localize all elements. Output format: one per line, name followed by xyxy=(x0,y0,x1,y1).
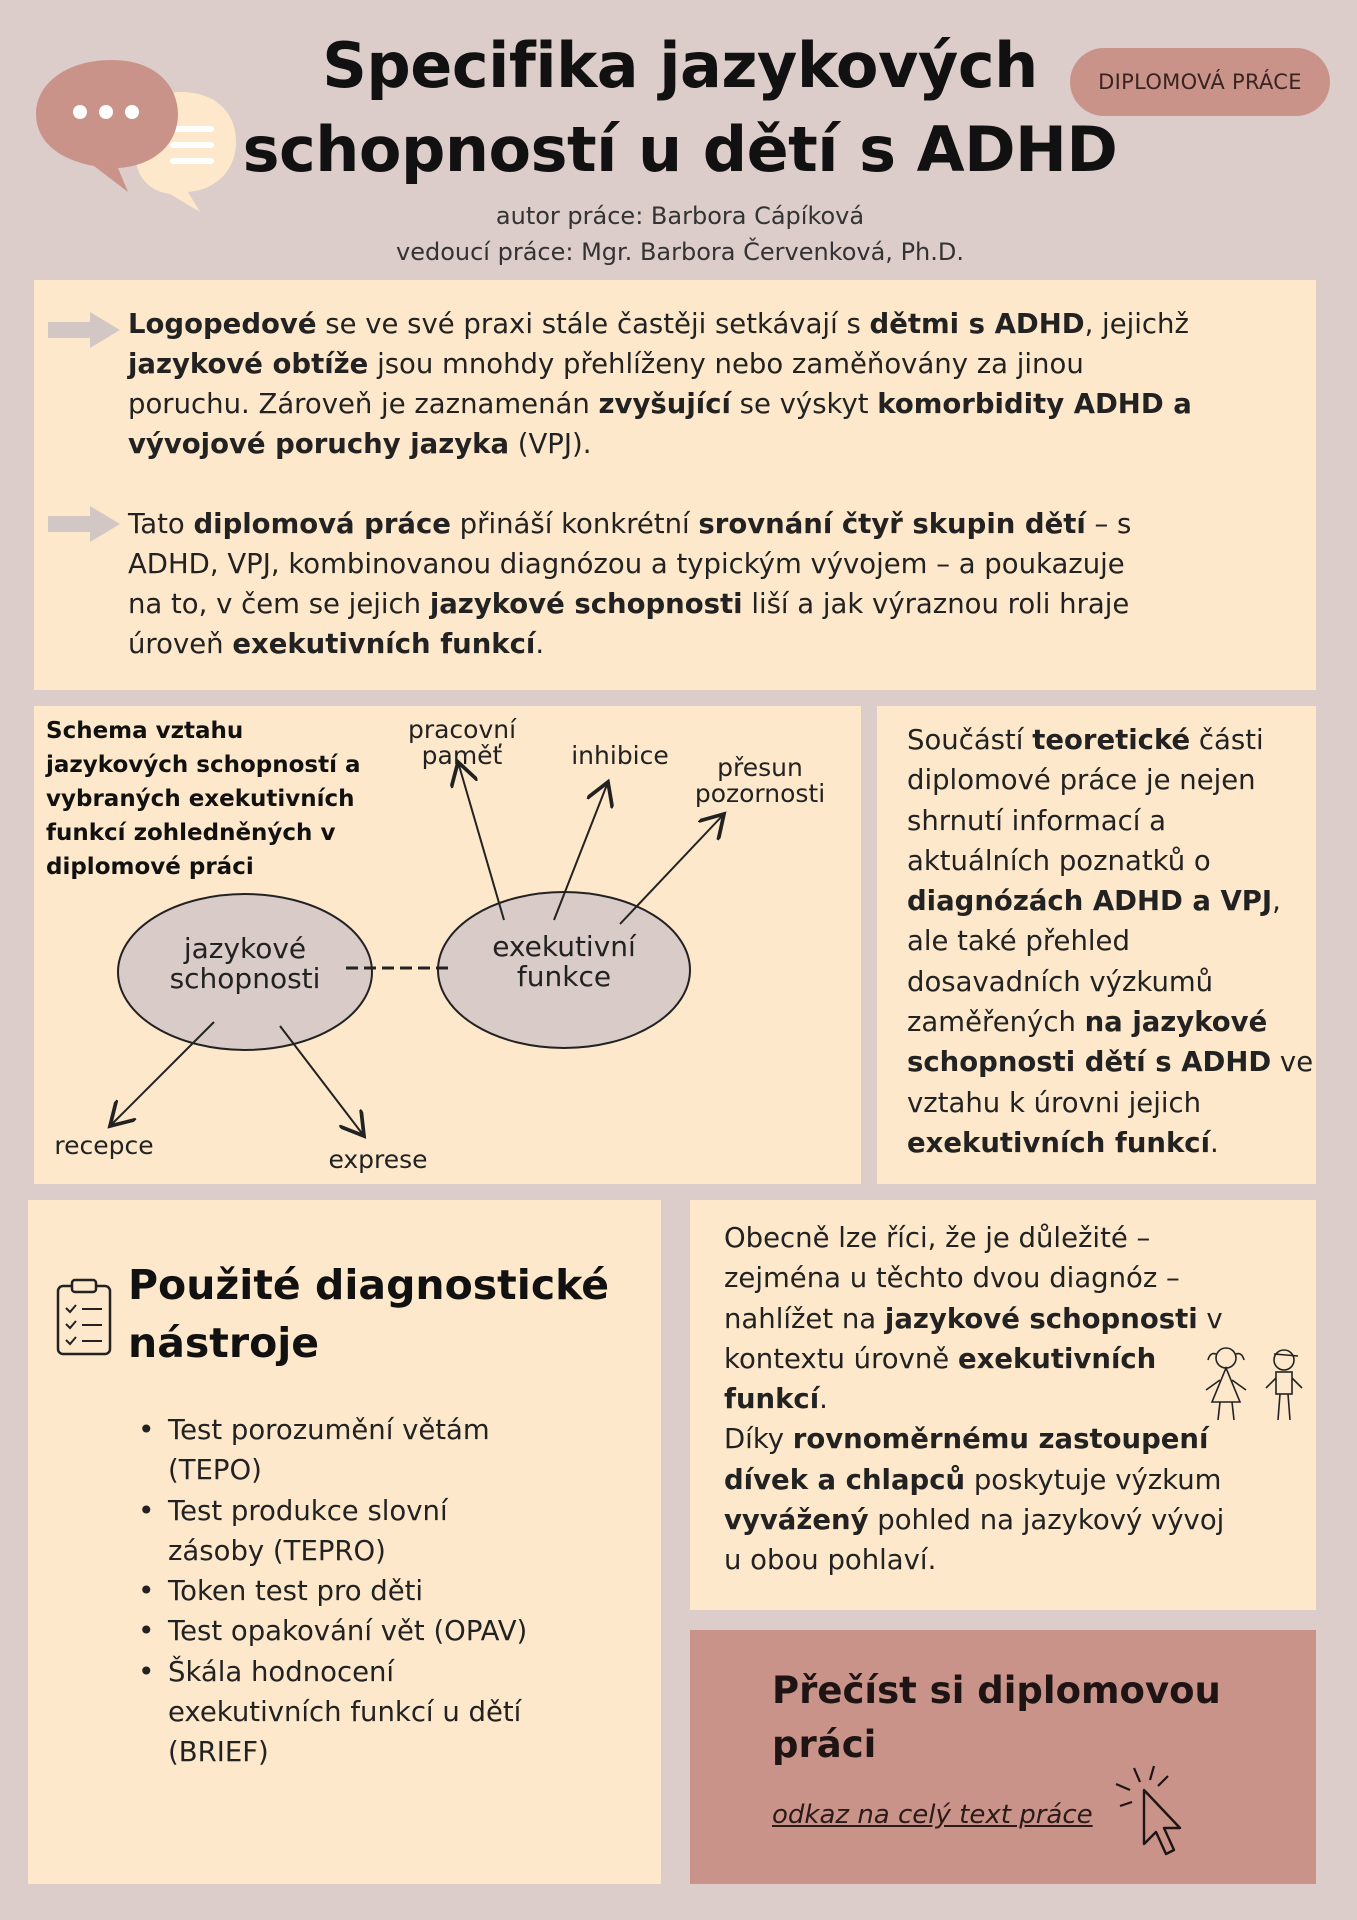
title-line: Specifika jazykových xyxy=(322,29,1038,102)
node-right-label: funkce xyxy=(517,960,611,993)
theory-text: Součástí teoretické části diplomové prác… xyxy=(907,724,1314,1159)
label-working-memory: pracovní xyxy=(408,715,517,744)
node-right-label: exekutivní xyxy=(492,930,637,963)
list-item: Test opakování vět (OPAV) xyxy=(138,1611,527,1652)
thesis-link[interactable]: odkaz na celý text práce xyxy=(772,1800,1093,1830)
children-icon xyxy=(1205,1347,1303,1421)
arrow-reception xyxy=(110,1021,215,1126)
intro-paragraph-2: Tato diplomová práce přináší konkrétní s… xyxy=(128,508,1132,660)
arrow-inhibition xyxy=(553,782,608,921)
theory-panel: Součástí teoretické části diplomové prác… xyxy=(877,706,1316,1184)
intro-panel: Logopedové se ve své praxi stále častěji… xyxy=(34,280,1316,690)
list-item: Test porozumění větám(TEPO) xyxy=(138,1410,527,1491)
arrow-shift xyxy=(619,814,724,925)
node-left-label: schopnosti xyxy=(170,962,321,995)
tools-heading: Použité diagnostické nástroje xyxy=(128,1261,610,1367)
badge-label: DIPLOMOVÁ PRÁCE xyxy=(1098,70,1302,94)
thesis-badge: DIPLOMOVÁ PRÁCE xyxy=(1070,48,1330,116)
list-item: Token test pro děti xyxy=(138,1571,527,1612)
tools-panel: Použité diagnostické nástroje Test poroz… xyxy=(28,1200,661,1884)
intro-paragraph-1: Logopedové se ve své praxi stále častěji… xyxy=(128,308,1192,460)
arrow-right-icon xyxy=(48,506,120,542)
read-heading: Přečíst si diplomovou práci xyxy=(772,1669,1221,1766)
node-left-label: jazykové xyxy=(183,932,306,965)
title-line: schopností u dětí s ADHD xyxy=(242,113,1118,186)
schema-diagram: jazykové schopnosti exekutivní funkce pr… xyxy=(54,715,825,1174)
authors: autor práce: Barbora Cápíková vedoucí pr… xyxy=(230,198,1130,270)
general-panel: Obecně lze říci, že je důležité – zejmén… xyxy=(690,1200,1316,1610)
speech-bubbles-icon xyxy=(30,52,250,212)
schema-heading: Schema vztahu jazykových schopností a vy… xyxy=(46,718,361,880)
label-reception: recepce xyxy=(54,1131,153,1160)
supervisor: vedoucí práce: Mgr. Barbora Červenková, … xyxy=(396,238,964,266)
arrow-expression xyxy=(279,1025,364,1136)
label-inhibition: inhibice xyxy=(571,741,669,770)
label-shift: pozornosti xyxy=(695,779,825,808)
cursor-click-icon xyxy=(1115,1765,1182,1856)
arrow-working-memory xyxy=(458,762,505,921)
arrow-right-icon xyxy=(48,312,120,348)
clipboard-checklist-icon xyxy=(56,1278,112,1356)
general-text: Obecně lze říci, že je důležité – zejmén… xyxy=(724,1222,1225,1577)
label-expression: exprese xyxy=(328,1145,427,1174)
read-thesis-panel: Přečíst si diplomovou práci odkaz na cel… xyxy=(690,1630,1316,1884)
page-title: Specifika jazykových schopností u dětí s… xyxy=(230,24,1130,192)
label-working-memory: paměť xyxy=(422,741,503,770)
author: autor práce: Barbora Cápíková xyxy=(495,202,865,230)
schema-panel: Schema vztahu jazykových schopností a vy… xyxy=(34,706,861,1184)
node-language-abilities xyxy=(117,893,373,1051)
tools-list: Test porozumění větám(TEPO) Test produkc… xyxy=(138,1410,527,1773)
label-shift: přesun xyxy=(717,753,803,782)
